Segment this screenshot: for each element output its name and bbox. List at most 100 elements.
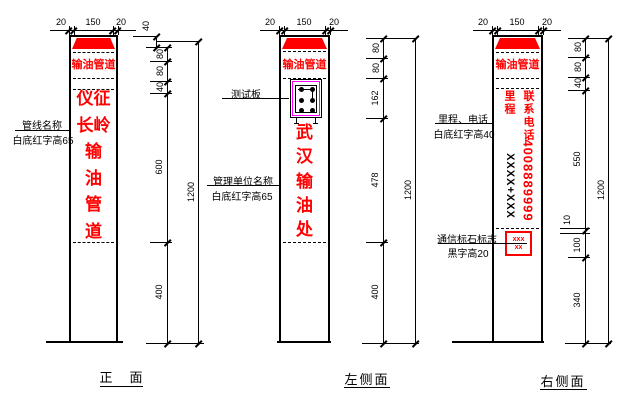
post-cap-red [282,38,327,49]
extension-line [325,26,326,35]
text-row: 输 [296,171,313,191]
text-row: 油 [85,168,102,188]
extension-line [113,26,114,35]
dim-label: 40 [573,78,583,89]
dim-tick [568,38,590,39]
band-dash-line [73,89,114,90]
top-dim-label: 20 [55,17,66,27]
band-dash-line [283,78,326,79]
post-outline-right-side: 输油管道 [492,35,543,343]
dim-tick [386,38,417,39]
overall-dim-line [198,41,199,343]
post-main-text: 武 汉 输 油 处 [281,124,328,238]
text-row: 管 [85,195,102,215]
ground-line [452,341,544,343]
dim-label: 40 [155,82,165,93]
leader-line [222,98,289,99]
test-board-outer-frame [290,79,322,118]
dim-tick [588,38,610,39]
text-row: 武 [296,123,313,142]
pipeline-band-text: 输油管道 [282,59,327,71]
dim-label: 340 [572,292,582,308]
band-dash-line [496,78,539,79]
annotation-title: 管理单位名称 [213,177,273,188]
annotation-title: 测试板 [231,90,261,101]
dim-tick [568,257,590,258]
band-dash-line [496,88,539,89]
view-caption-left-side: 左侧面 [344,372,390,387]
dim-tick [157,41,198,42]
burial-dash-line [73,242,114,243]
band-dash-line [73,78,114,79]
dim-tick [150,81,172,82]
overall-dim-label: 1200 [596,179,606,201]
dim-tick [150,93,172,94]
ground-line [277,341,331,343]
top-dim-label: 20 [477,17,488,27]
top-dim-label: 150 [509,17,525,27]
dim-line [156,36,157,48]
view-caption-front: 正 面 [99,370,145,385]
top-dim-line [473,30,561,31]
caption-underline [540,389,587,390]
extension-line [538,26,539,35]
mileage-column-title: 里程 [503,90,515,116]
pipeline-band-text: 输油管道 [495,59,540,71]
leader-line [15,130,69,131]
top-dim-label: 150 [296,17,312,27]
band-dash-line [283,51,326,52]
annotation-subtitle: 白底红字高65 [12,136,74,147]
dim-label: 162 [370,90,380,106]
caption-underline [100,386,143,387]
dim-tick [560,233,590,234]
post-outline-front: 输油管道 仪征 长岭 输 油 管 道 [69,35,118,343]
annotation-title: 里程、电话 [438,115,488,126]
view-caption-right-side: 右侧面 [540,374,586,389]
dim-tick [366,78,388,79]
post-main-text: 仪征 长岭 输 油 管 道 [71,90,116,240]
overall-dim-line [608,38,609,343]
top-dim-label: 20 [541,17,552,27]
extension-line [330,26,331,35]
phone-number: 4008889999 [520,139,536,222]
extension-line [118,26,119,35]
dim-tick [150,61,172,62]
dim-label: 400 [154,284,164,300]
dim-tick [133,36,157,37]
dim-tick [560,228,590,229]
annotation-title: 管线名称 [22,121,62,132]
dim-tick [150,47,172,48]
terminal-wire [312,89,313,100]
ground-line [46,341,123,343]
post-cap-red [495,38,540,49]
top-dim-line [260,30,348,31]
dim-label: 478 [370,172,380,188]
extension-line [279,26,280,35]
top-dim-label: 20 [115,17,126,27]
extension-line [543,26,544,35]
dim-tick [568,57,590,58]
lower-dash-line [496,228,539,229]
dim-tick [568,77,590,78]
band-dash-line [496,52,539,53]
comm-marker-text-line2: xx [514,244,523,251]
leader-line [438,243,527,244]
dim-tick [565,343,611,344]
dim-tick [366,242,388,243]
text-row: 处 [296,220,313,239]
dim-tick [366,58,388,59]
text-row: 汉 [296,147,313,167]
leader-line [207,185,279,186]
top-dim-label: 20 [264,17,275,27]
extension-line [284,26,285,35]
comm-marker-text-line1: xxx [512,236,525,243]
dim-tick [366,38,388,39]
board-foot-base [294,123,299,124]
top-dim-line [50,30,136,31]
extension-line [74,26,75,35]
dim-label: 600 [154,159,164,175]
dim-tick [568,90,590,91]
post-cap-red [72,38,115,49]
dim-chain-line [585,38,586,343]
terminal-dot [299,98,304,103]
